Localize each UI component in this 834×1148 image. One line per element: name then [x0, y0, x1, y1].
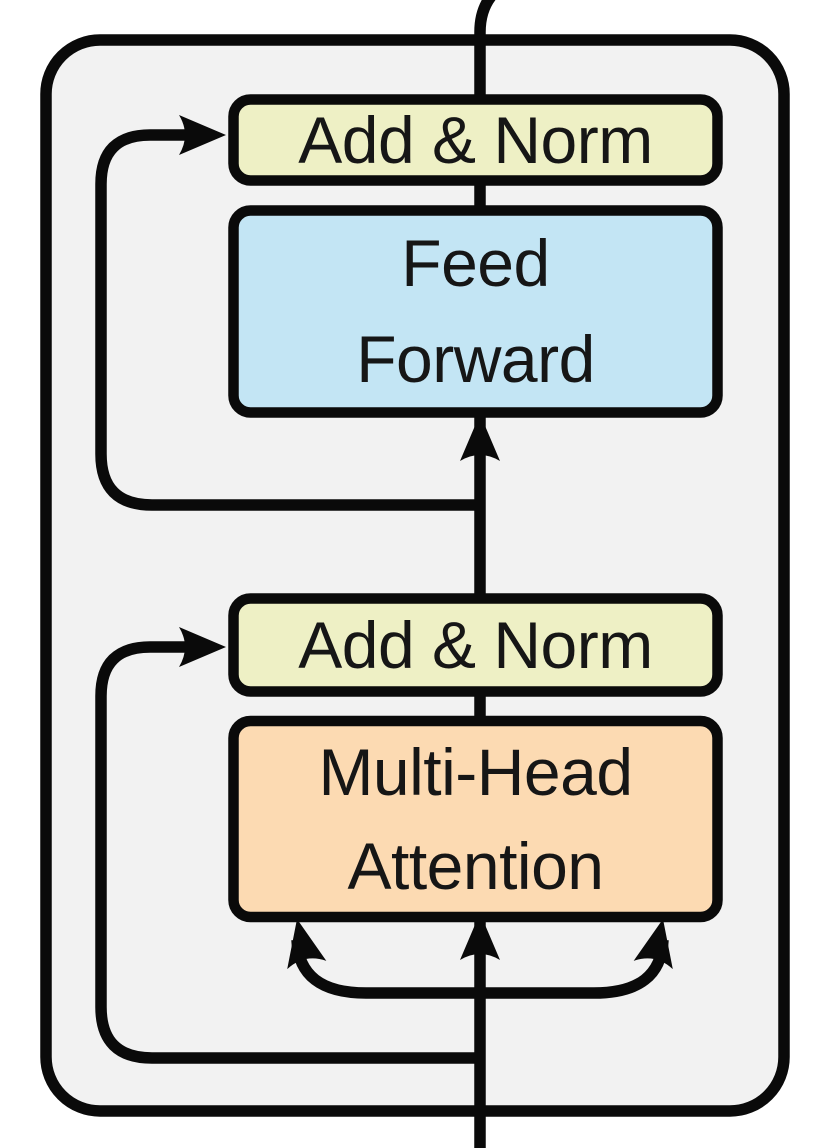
residual-line-attention	[95, 641, 480, 1064]
feed-forward-box	[228, 205, 723, 418]
feed-forward-label-line2: Forward	[356, 322, 595, 396]
arrowhead-into-add-norm-top-icon	[179, 115, 226, 155]
feed-forward-label-line1: Feed	[401, 226, 549, 300]
arrowhead-into-attention-center-icon	[460, 913, 500, 960]
multi-head-attention-label-line1: Multi-Head	[318, 735, 632, 809]
block-feed-forward	[228, 205, 723, 418]
arrowhead-into-attention-left-icon	[287, 919, 327, 970]
add-norm-mid-label: Add & Norm	[298, 608, 652, 682]
add-norm-top-box	[228, 94, 723, 186]
center-flow-line	[474, 0, 496, 1148]
arrowhead-into-feed-forward-icon	[460, 414, 500, 461]
arrowhead-into-attention-right-icon	[633, 919, 673, 970]
multi-head-attention-label-line2: Attention	[347, 829, 603, 903]
block-labels: Add & Norm Feed Forward Add & Norm Multi…	[298, 103, 653, 903]
block-add-norm-top	[228, 94, 723, 186]
block-multi-head-attention	[228, 715, 723, 923]
multi-head-attention-box	[228, 715, 723, 923]
encoder-layer-panel	[40, 34, 790, 1117]
arrowhead-into-add-norm-mid-icon	[179, 627, 226, 667]
residual-line-feed-forward	[95, 129, 480, 511]
add-norm-top-label: Add & Norm	[298, 103, 652, 177]
blocks	[228, 94, 723, 923]
arrowheads	[179, 115, 673, 970]
add-norm-mid-box	[228, 593, 723, 697]
block-add-norm-mid	[228, 593, 723, 697]
